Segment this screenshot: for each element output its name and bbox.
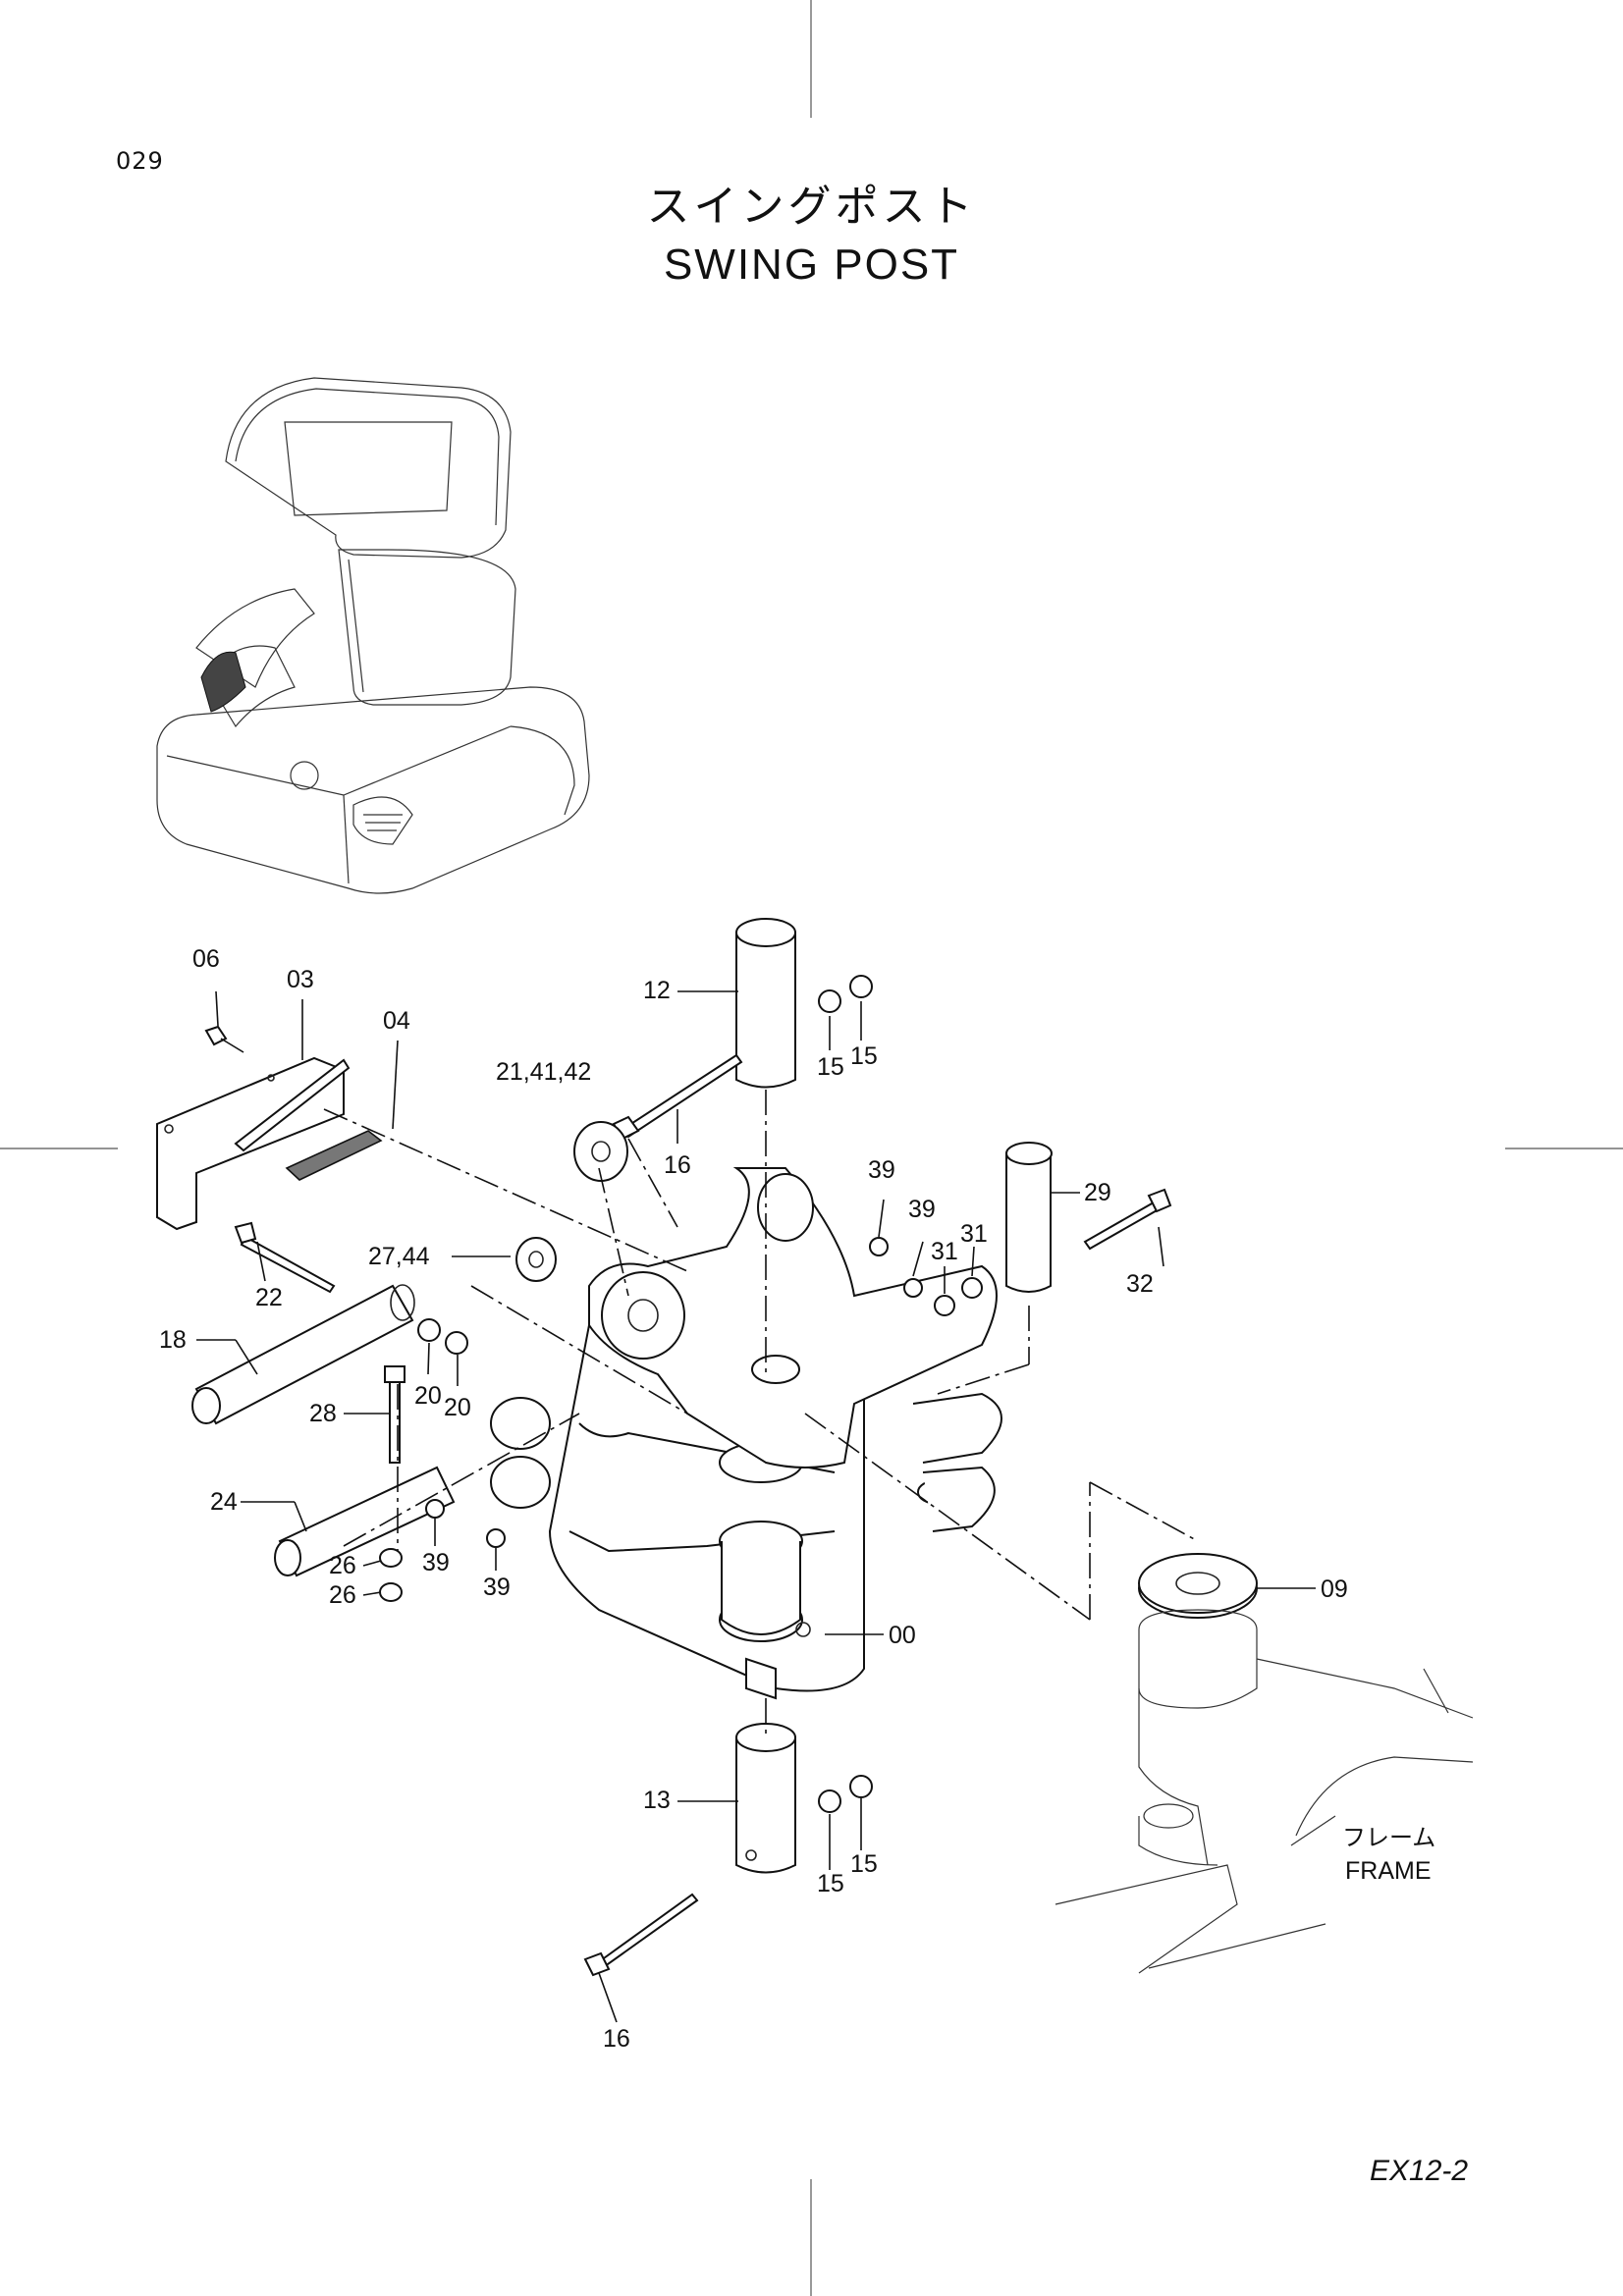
part-label-16-upper: 16: [664, 1151, 691, 1179]
part-label-20-b: 20: [444, 1394, 471, 1421]
part-label-18: 18: [159, 1326, 187, 1354]
part-label-00: 00: [889, 1622, 916, 1649]
part-label-06: 06: [192, 945, 220, 973]
frame-label: フレーム FRAME: [1342, 1824, 1435, 1885]
part-label-26-a: 26: [329, 1552, 356, 1579]
pin-18: [191, 1284, 415, 1425]
part-label-04: 04: [383, 1007, 410, 1035]
page-title: スイングポスト SWING POST: [0, 179, 1623, 294]
cover-plate-03: [156, 1056, 351, 1231]
upper-yoke: [588, 1167, 1002, 1532]
part-label-26-b: 26: [329, 1581, 356, 1609]
frame-label-english: FRAME: [1345, 1857, 1432, 1885]
pin-29: [1005, 1142, 1053, 1293]
part-label-16-lower: 16: [603, 2025, 630, 2053]
machine-overview-illustration: [156, 377, 590, 894]
bolts: [234, 1053, 1172, 1977]
title-japanese: スイングポスト: [646, 182, 977, 232]
part-label-32: 32: [1126, 1270, 1154, 1298]
part-label-13: 13: [643, 1787, 671, 1814]
part-label-15-lower-right: 15: [850, 1850, 878, 1878]
part-label-29: 29: [1084, 1179, 1111, 1206]
part-label-27-44: 27,44: [368, 1243, 430, 1270]
nuts-and-washers: [379, 975, 983, 1813]
model-code: EX12-2: [1370, 2155, 1469, 2187]
title-english: SWING POST: [663, 240, 960, 289]
part-label-24: 24: [210, 1488, 238, 1516]
part-label-15-upper-left: 15: [817, 1053, 844, 1081]
part-label-31-a: 31: [931, 1238, 958, 1265]
pin-13: [735, 1723, 796, 1874]
part-label-31-b: 31: [960, 1220, 988, 1248]
part-labels: 06 03 04 12 15 15 21,41,42 16 39 39 31 3…: [159, 945, 1348, 2053]
leader-lines: [196, 990, 1316, 2023]
bolt-06: [204, 1025, 244, 1053]
center-lines: [323, 1090, 1199, 1737]
part-label-12: 12: [643, 977, 671, 1004]
part-label-39-b: 39: [908, 1196, 936, 1223]
frame-label-japanese: フレーム: [1342, 1824, 1435, 1851]
part-label-39-a: 39: [868, 1156, 895, 1184]
part-label-15-upper-right: 15: [850, 1042, 878, 1070]
part-label-39-c: 39: [422, 1549, 450, 1576]
pin-12: [735, 918, 796, 1089]
part-label-22: 22: [255, 1284, 283, 1311]
part-label-39-d: 39: [483, 1574, 511, 1601]
thrust-washer-09: [1138, 1553, 1258, 1619]
pin-24: [274, 1466, 456, 1577]
part-label-09: 09: [1321, 1575, 1348, 1603]
part-label-21-41-42: 21,41,42: [496, 1058, 591, 1086]
pad-04: [285, 1130, 383, 1181]
part-label-28: 28: [309, 1400, 337, 1427]
part-label-20-a: 20: [414, 1382, 442, 1410]
part-label-15-lower-left: 15: [817, 1870, 844, 1897]
part-label-03: 03: [287, 966, 314, 993]
page-number: 029: [116, 147, 164, 175]
frame-illustration: [1055, 1609, 1474, 1974]
